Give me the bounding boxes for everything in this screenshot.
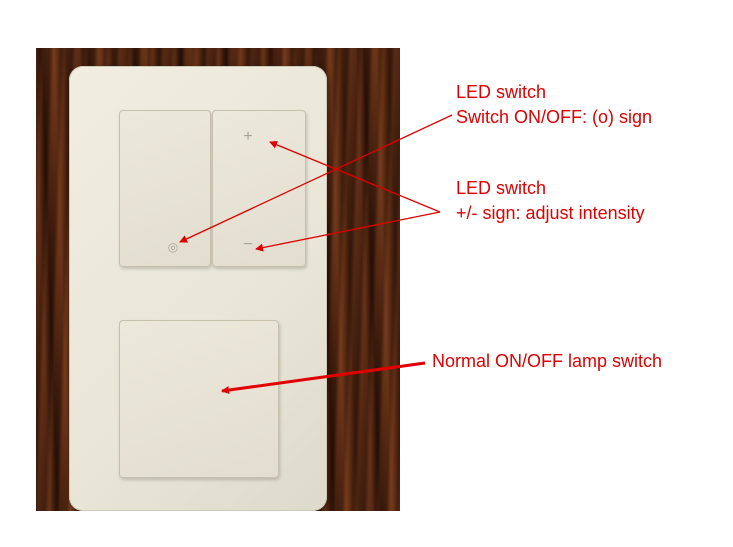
- led-onoff-rocker: ◎: [119, 110, 211, 267]
- arrow-to-lamp-switch: [221, 361, 426, 395]
- switch-plate: ◎ + −: [69, 66, 327, 511]
- led-intensity-rocker: + −: [212, 110, 306, 267]
- arrow-to-plus-icon: [269, 140, 441, 213]
- minus-symbol-icon: −: [243, 236, 253, 253]
- normal-switch-label: Normal ON/OFF lamp switch: [432, 349, 662, 374]
- onoff-symbol-icon: ◎: [167, 240, 179, 254]
- led-onoff-title: LED switch: [456, 82, 547, 102]
- lamp-switch-rocker: [119, 320, 279, 478]
- plus-symbol-icon: +: [243, 128, 253, 145]
- arrow-to-onoff-icon: [179, 114, 453, 243]
- led-intensity-label: LED switch +/- sign: adjust intensity: [456, 176, 645, 226]
- led-intensity-description: +/- sign: adjust intensity: [456, 203, 645, 223]
- arrow-to-minus-icon: [255, 211, 441, 252]
- led-intensity-title: LED switch: [456, 178, 547, 198]
- normal-switch-title: Normal ON/OFF lamp switch: [432, 351, 663, 371]
- led-onoff-label: LED switch Switch ON/OFF: (o) sign: [456, 80, 652, 130]
- switch-photo: ◎ + −: [36, 48, 400, 511]
- led-onoff-description: Switch ON/OFF: (o) sign: [456, 107, 653, 127]
